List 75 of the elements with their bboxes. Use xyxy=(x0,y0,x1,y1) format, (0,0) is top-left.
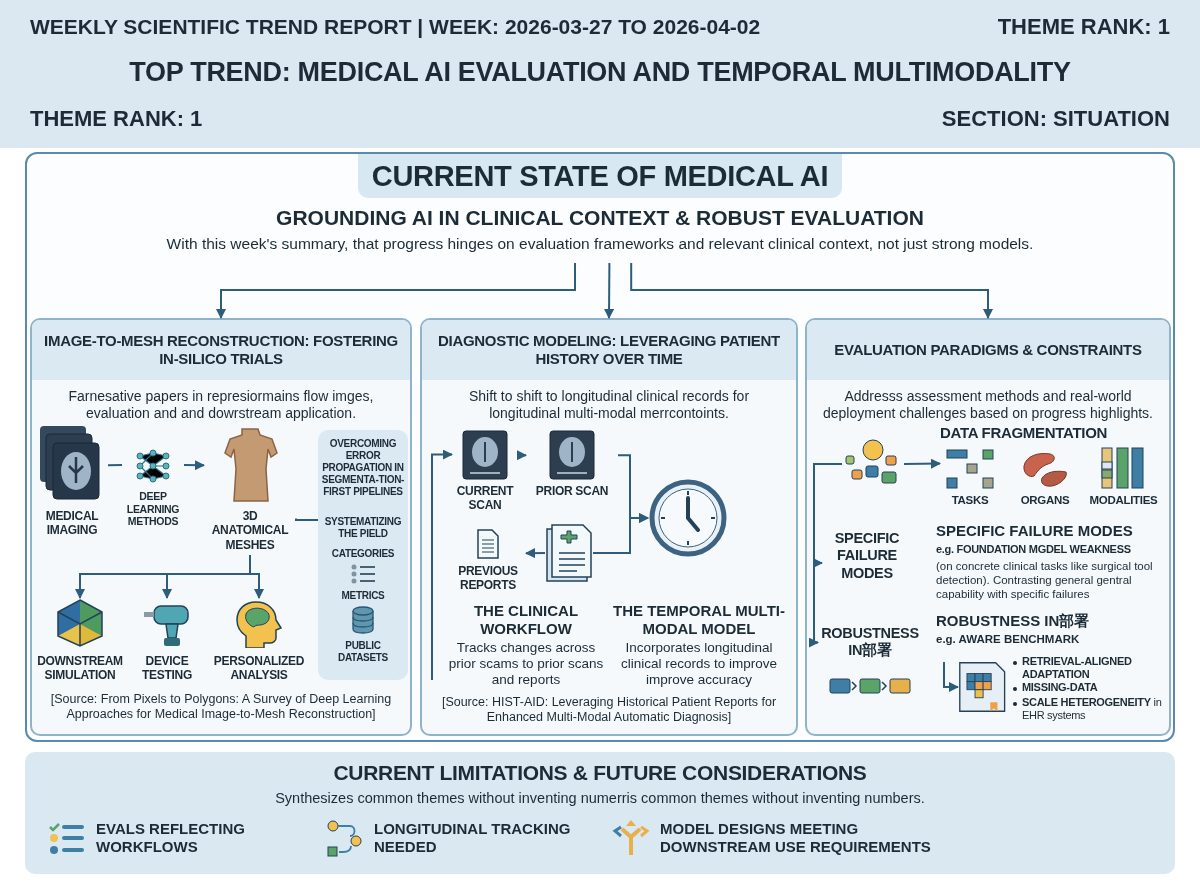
topic-panel xyxy=(30,318,412,736)
item-label: ORGANS xyxy=(1019,494,1071,508)
clock-icon xyxy=(648,478,728,558)
section-text: SECTION: SITUATION xyxy=(940,106,1170,133)
arrow xyxy=(249,554,264,599)
arrow xyxy=(183,460,205,471)
item-label: PRIOR SCAN xyxy=(534,484,610,499)
panel-title: EVALUATION PARADIGMS & CONSTRAINTS xyxy=(807,320,1169,380)
consideration-text: MODEL DESIGNS MEETING DOWNSTREAM USE REQUIREMENTS xyxy=(660,820,932,856)
callout-text: SYSTEMATIZING THE PIELD xyxy=(323,516,403,540)
arrow xyxy=(216,262,576,319)
subheading: GROUNDING AI IN CLINICAL CONTEXT & ROBUST EVALUATION xyxy=(275,205,925,231)
column-heading: THE CLINICAL WORKFLOW xyxy=(472,602,580,638)
list-item: RETRIEVAL-ALIGNED ADAPTATION xyxy=(1022,655,1133,682)
panel-description: Addresss assessment methods and real-world deployment challenges based on progress highlights. xyxy=(822,388,1154,422)
summary-panel xyxy=(25,752,1175,874)
source-citation: [Source: HIST-AID: Leveraging Historical Patient Reports for Enhanced Multi-Modal Automatic Diagnosis] xyxy=(440,695,778,725)
arrow xyxy=(630,262,993,319)
item-label: 3D ANATOMICAL MESHES xyxy=(210,509,290,553)
item-label: SPECIFIC FAILURE MODES xyxy=(833,530,901,583)
column-description: Incorporates longitudinal clinical records to improve improve accuracy xyxy=(619,640,779,689)
title: TOP TREND: MEDICAL AI EVALUATION AND TEMPORAL MULTIMODALITY xyxy=(128,56,1072,89)
topic-panel xyxy=(805,318,1171,736)
callout-panel xyxy=(318,430,408,680)
report-heading: WEEKLY SCIENTIFIC TREND REPORT | WEEK: 2026-03-27 TO 2026-04-02 xyxy=(30,14,762,40)
column-heading: THE TEMPORAL MULTI-MODAL MODEL xyxy=(612,602,786,638)
arrow xyxy=(809,463,843,648)
rank-text: THEME RANK: 1 xyxy=(30,106,204,133)
main-panel xyxy=(25,152,1175,742)
list-item: MISSING-DATA xyxy=(1022,681,1099,695)
callout-text: OVERCOMING ERROR PROPAGATION IN SEGMENTA-TION-FIRST PIPELINES xyxy=(320,438,406,498)
item-label: DOWNSTREAM SIMULATION xyxy=(36,654,124,683)
subheading: SPECIFIC FAILURE MODES xyxy=(936,522,1134,540)
panel-description: Farnesative papers in represiormains flow imges, evaluation and and dowrstream application. xyxy=(67,388,375,422)
item-label: CURRENT SCAN xyxy=(455,484,515,513)
arrow xyxy=(525,548,546,559)
rank-text: THEME RANK: 1 xyxy=(996,14,1170,41)
example-text: e.g. AWARE BENCHMARK xyxy=(936,633,1081,647)
callout-text: METRICS xyxy=(340,590,386,602)
description-text: (on concrete clinical tasks like surgical tool detection). Contrasting general gentral capability with specific failures xyxy=(936,560,1154,602)
item-label: PREVIOUS REPORTS xyxy=(457,564,519,593)
item-label: ROBUSTNESS IN部署 xyxy=(820,625,920,660)
source-citation: [Source: From Pixels to Polygons: A Survey of Deep Learning Approaches for Medical Image-to-Mesh Reconstruction] xyxy=(49,692,393,722)
consideration-text: LONGITUDINAL TRACKING NEEDED xyxy=(374,820,572,856)
panel-title: DIAGNOSTIC MODELING: LEVERAGING PATIENT HISTORY OVER TIME xyxy=(422,320,796,380)
item-label: DEVICE TESTING xyxy=(141,654,193,683)
column-description: Tracks changes across prior scams to prior scans and reports xyxy=(448,640,604,689)
topic-panel xyxy=(420,318,798,736)
panel-description: Shift to shift to longitudinal clinical records for longitudinal multi-modal merrcontoints. xyxy=(467,388,751,422)
item-label: MODALITIES xyxy=(1088,494,1159,508)
arrow xyxy=(604,262,615,319)
list-item: SCALE HETEROGENEITY in EHR systems xyxy=(1022,696,1163,723)
subheading: ROBUSTNESS IN部署 xyxy=(936,612,1091,630)
item-label: TASKS xyxy=(950,494,990,508)
panel-description: Synthesizes common themes without inventing numerris common themes without inventing numbers. xyxy=(274,790,926,808)
summary-text: With this week's summary, that progress hinges on evaluation frameworks and relevant clinical context, not just strong models. xyxy=(165,235,1035,254)
panel-title: IMAGE-TO-MESH RECONSTRUCTION: FOSTERING IN-SILICO TRIALS xyxy=(32,320,410,380)
example-text: e.g. FOUNDATION MGDEL WEAKNESS xyxy=(936,543,1132,557)
arrow xyxy=(943,661,959,692)
item-label: DEEP LEARNING METHODS xyxy=(125,490,181,528)
arrow xyxy=(592,513,649,554)
arrow xyxy=(903,458,941,469)
subheading: DATA FRAGMENTATION xyxy=(940,424,1109,442)
connector-line xyxy=(107,464,123,467)
connector-line xyxy=(295,517,319,521)
panel-title: CURRENT LIMITATIONS & FUTURE CONSIDERATIONS xyxy=(332,760,868,786)
section-heading: CURRENT STATE OF MEDICAL AI xyxy=(358,154,842,198)
arrow xyxy=(431,449,453,681)
item-label: MEDICAL IMAGING xyxy=(44,509,100,538)
callout-text: CATEGORIES xyxy=(330,548,396,560)
arrow xyxy=(517,450,527,461)
document-icon xyxy=(545,523,593,583)
item-label: PERSONALIZED ANALYSIS xyxy=(212,654,306,683)
consideration-text: EVALS REFLECTING WORKFLOWS xyxy=(96,820,246,856)
callout-text: PUBLIC DATASETS xyxy=(337,640,389,664)
